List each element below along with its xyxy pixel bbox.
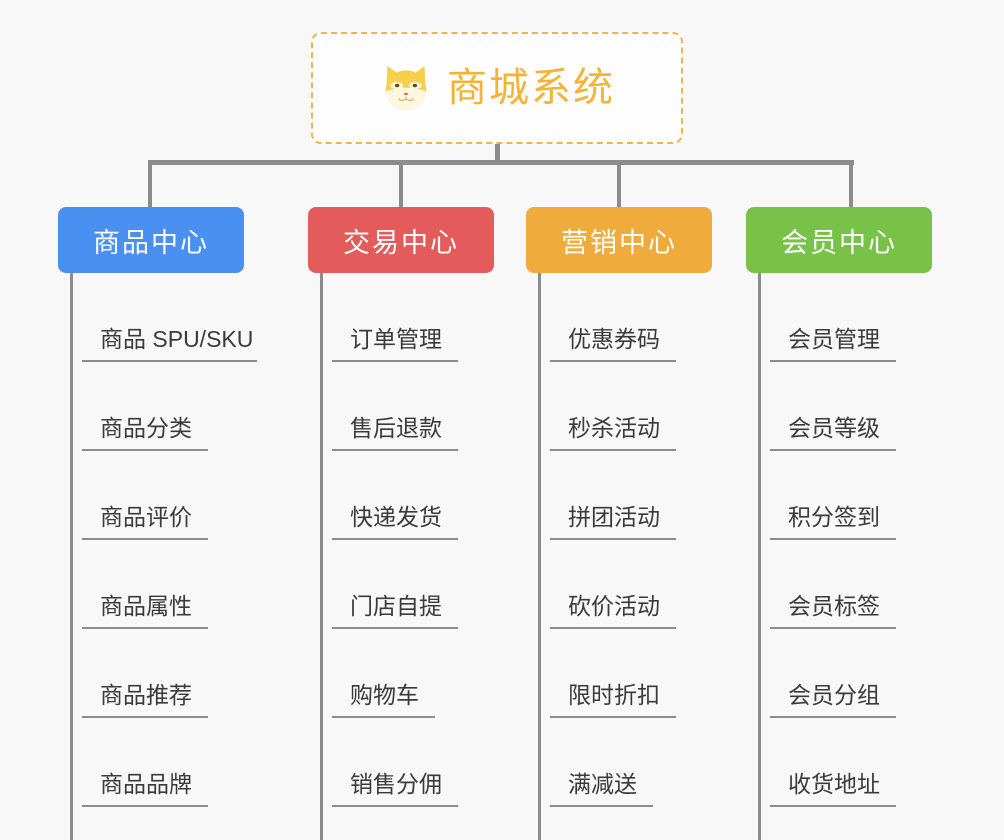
leaf-item[interactable]: 购物车 — [320, 629, 494, 718]
leaf-item[interactable]: 满减送 — [538, 718, 712, 807]
leaf-item-label: 满减送 — [550, 773, 653, 807]
category-header-label: 会员中心 — [781, 227, 897, 258]
leaf-list-product-center: 商品 SPU/SKU 商品分类 商品评价 商品属性 商品推荐 商品品牌 — [58, 273, 258, 840]
leaf-item-label: 商品 SPU/SKU — [82, 328, 258, 362]
leaf-item-label: 限时折扣 — [550, 684, 676, 718]
category-header-trade-center[interactable]: 交易中心 — [308, 207, 494, 273]
leaf-item[interactable]: 积分签到 — [758, 451, 932, 540]
shiba-dog-icon — [385, 66, 427, 111]
leaf-item-label: 秒杀活动 — [550, 417, 676, 451]
category-header-label: 营销中心 — [561, 227, 677, 258]
leaf-item[interactable]: 门店自提 — [320, 540, 494, 629]
connector-root-stem — [495, 144, 500, 164]
category-column-member-center: 会员中心 会员管理 会员等级 积分签到 会员标签 会员分组 收货地址 — [746, 207, 932, 840]
leaf-item[interactable]: 订单管理 — [320, 273, 494, 362]
leaf-list-member-center: 会员管理 会员等级 积分签到 会员标签 会员分组 收货地址 — [746, 273, 932, 840]
leaf-item-label: 拼团活动 — [550, 506, 676, 540]
leaf-item[interactable]: 商品 SPU/SKU — [70, 273, 258, 362]
leaf-list-marketing-center: 优惠券码 秒杀活动 拼团活动 砍价活动 限时折扣 满减送 — [526, 273, 712, 840]
leaf-item[interactable]: 商品品牌 — [70, 718, 244, 807]
tree-trunk-line — [70, 273, 73, 840]
tree-trunk-line — [320, 273, 323, 840]
leaf-item[interactable]: 快递发货 — [320, 451, 494, 540]
leaf-item-label: 优惠券码 — [550, 328, 676, 362]
leaf-item-label: 积分签到 — [770, 506, 896, 540]
leaf-item[interactable]: 限时折扣 — [538, 629, 712, 718]
connector-horizontal-bus — [148, 160, 854, 165]
leaf-item[interactable]: 优惠券码 — [538, 273, 712, 362]
leaf-item[interactable]: 商品分类 — [70, 362, 244, 451]
leaf-item-label: 销售分佣 — [332, 773, 458, 807]
leaf-item-label: 商品品牌 — [82, 773, 208, 807]
leaf-item-label: 会员标签 — [770, 595, 896, 629]
leaf-item-label: 收货地址 — [770, 773, 896, 807]
category-header-label: 商品中心 — [93, 227, 209, 258]
leaf-item[interactable]: 商品属性 — [70, 540, 244, 629]
tree-trunk-line — [538, 273, 541, 840]
leaf-item-label: 会员分组 — [770, 684, 896, 718]
connector-drop-product — [148, 160, 152, 209]
category-header-label: 交易中心 — [343, 227, 459, 258]
leaf-item[interactable]: 会员标签 — [758, 540, 932, 629]
category-column-marketing-center: 营销中心 优惠券码 秒杀活动 拼团活动 砍价活动 限时折扣 满减送 — [526, 207, 712, 840]
leaf-item[interactable]: 收货地址 — [758, 718, 932, 807]
leaf-item[interactable]: 商品推荐 — [70, 629, 244, 718]
root-title: 商城系统 — [447, 66, 615, 110]
leaf-item[interactable]: 售后退款 — [320, 362, 494, 451]
leaf-item-label: 会员管理 — [770, 328, 896, 362]
leaf-item[interactable]: 砍价活动 — [538, 540, 712, 629]
leaf-item[interactable]: 会员分组 — [758, 629, 932, 718]
category-header-member-center[interactable]: 会员中心 — [746, 207, 932, 273]
leaf-item-label: 砍价活动 — [550, 595, 676, 629]
leaf-item-label: 商品分类 — [82, 417, 208, 451]
leaf-item[interactable]: 会员等级 — [758, 362, 932, 451]
leaf-item-label: 售后退款 — [332, 417, 458, 451]
leaf-item-label: 购物车 — [332, 684, 435, 718]
connector-drop-member — [849, 160, 853, 209]
leaf-item-label: 商品推荐 — [82, 684, 208, 718]
category-column-trade-center: 交易中心 订单管理 售后退款 快递发货 门店自提 购物车 销售分佣 — [308, 207, 494, 840]
leaf-item[interactable]: 拼团活动 — [538, 451, 712, 540]
category-header-marketing-center[interactable]: 营销中心 — [526, 207, 712, 273]
leaf-item[interactable]: 秒杀活动 — [538, 362, 712, 451]
root-node[interactable]: 商城系统 — [311, 32, 683, 144]
category-column-product-center: 商品中心 商品 SPU/SKU 商品分类 商品评价 商品属性 商品推荐 商品品牌 — [58, 207, 258, 840]
leaf-item[interactable]: 会员管理 — [758, 273, 932, 362]
leaf-item-label: 会员等级 — [770, 417, 896, 451]
leaf-item-label: 商品属性 — [82, 595, 208, 629]
leaf-item-label: 快递发货 — [332, 506, 458, 540]
leaf-item[interactable]: 销售分佣 — [320, 718, 494, 807]
leaf-item[interactable]: 商品评价 — [70, 451, 244, 540]
connector-drop-trade — [399, 160, 403, 209]
tree-trunk-line — [758, 273, 761, 840]
category-header-product-center[interactable]: 商品中心 — [58, 207, 244, 273]
leaf-item-label: 门店自提 — [332, 595, 458, 629]
leaf-list-trade-center: 订单管理 售后退款 快递发货 门店自提 购物车 销售分佣 — [308, 273, 494, 840]
connector-drop-marketing — [617, 160, 621, 209]
leaf-item-label: 订单管理 — [332, 328, 458, 362]
leaf-item-label: 商品评价 — [82, 506, 208, 540]
